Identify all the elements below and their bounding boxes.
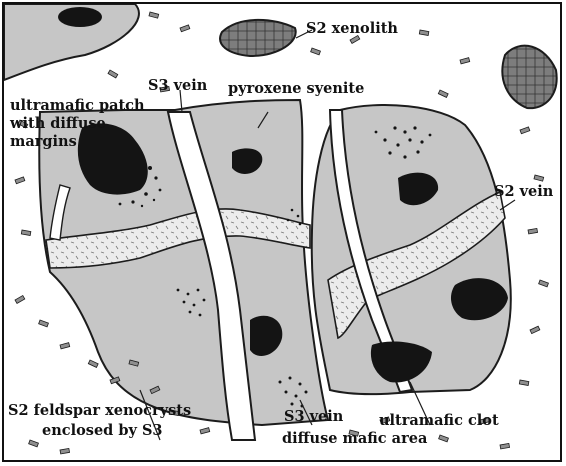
label-s2-feldspar-1: S2 feldspar xenocrysts (8, 402, 191, 419)
label-diffuse-mafic-area: diffuse mafic area (282, 430, 427, 447)
s2-xenolith-top (220, 20, 296, 56)
label-s2-feldspar-2: enclosed by S3 (42, 422, 163, 439)
label-s2-vein: S2 vein (494, 183, 553, 200)
label-ultramafic-clot: ultramafic clot (379, 412, 499, 429)
label-s2-xenolith: S2 xenolith (306, 20, 398, 37)
label-pyroxene-syenite: pyroxene syenite (228, 80, 364, 97)
ultramafic-corner-patch (58, 7, 102, 27)
label-s3-vein-top: S3 vein (148, 77, 207, 94)
label-ultramafic-patch-2: with diffuse (10, 115, 106, 132)
label-ultramafic-patch-3: margins (10, 133, 77, 150)
s2-xenolith-right (502, 46, 556, 108)
label-s3-vein-bottom: S3 vein (284, 408, 343, 425)
label-ultramafic-patch-1: ultramafic patch (10, 97, 145, 114)
